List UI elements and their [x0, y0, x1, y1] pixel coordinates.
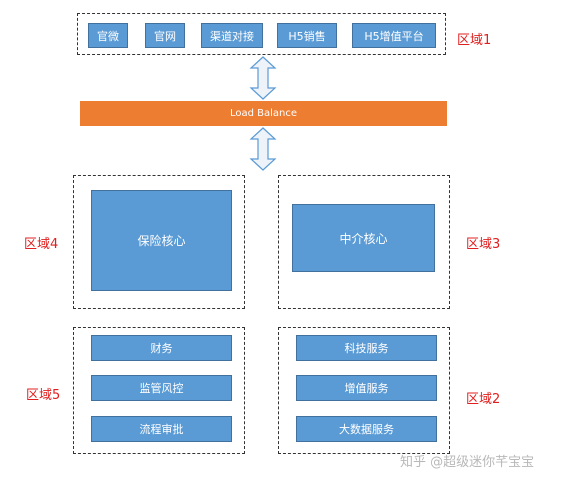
region-1-container: [77, 13, 446, 55]
region-2-container: [278, 327, 450, 454]
finance-box: 财务: [91, 335, 232, 361]
zhihu-watermark: 知乎 @超级迷你芊宝宝: [400, 455, 535, 470]
region-3-container: [278, 175, 450, 309]
load-balance-bar: Load Balance: [80, 101, 447, 126]
value-added-services-box: 增值服务: [296, 375, 437, 401]
region-5-label: 区域5: [26, 388, 61, 403]
region-1-item-guanwei: 官微: [88, 23, 128, 48]
region-2-label: 区域2: [466, 392, 501, 407]
region-4-container: [73, 175, 245, 309]
double-arrow-icon-top: [249, 56, 277, 100]
region-3-label: 区域3: [466, 237, 501, 252]
region-1-item-h5-value-added-platform: H5增值平台: [352, 23, 436, 48]
region-1-item-guanwang: 官网: [145, 23, 185, 48]
region-1-label: 区域1: [457, 33, 492, 48]
region-5-container: [73, 327, 245, 454]
insurance-core-box: 保险核心: [91, 190, 232, 291]
big-data-services-box: 大数据服务: [296, 416, 437, 442]
technology-services-box: 科技服务: [296, 335, 437, 361]
region-1-item-channel-integration: 渠道对接: [201, 23, 263, 48]
region-1-item-h5-sales: H5销售: [277, 23, 337, 48]
intermediary-core-box: 中介核心: [292, 204, 435, 272]
regulatory-risk-control-box: 监管风控: [91, 375, 232, 401]
process-approval-box: 流程审批: [91, 416, 232, 442]
double-arrow-icon-bottom: [249, 127, 277, 171]
region-4-label: 区域4: [24, 237, 59, 252]
